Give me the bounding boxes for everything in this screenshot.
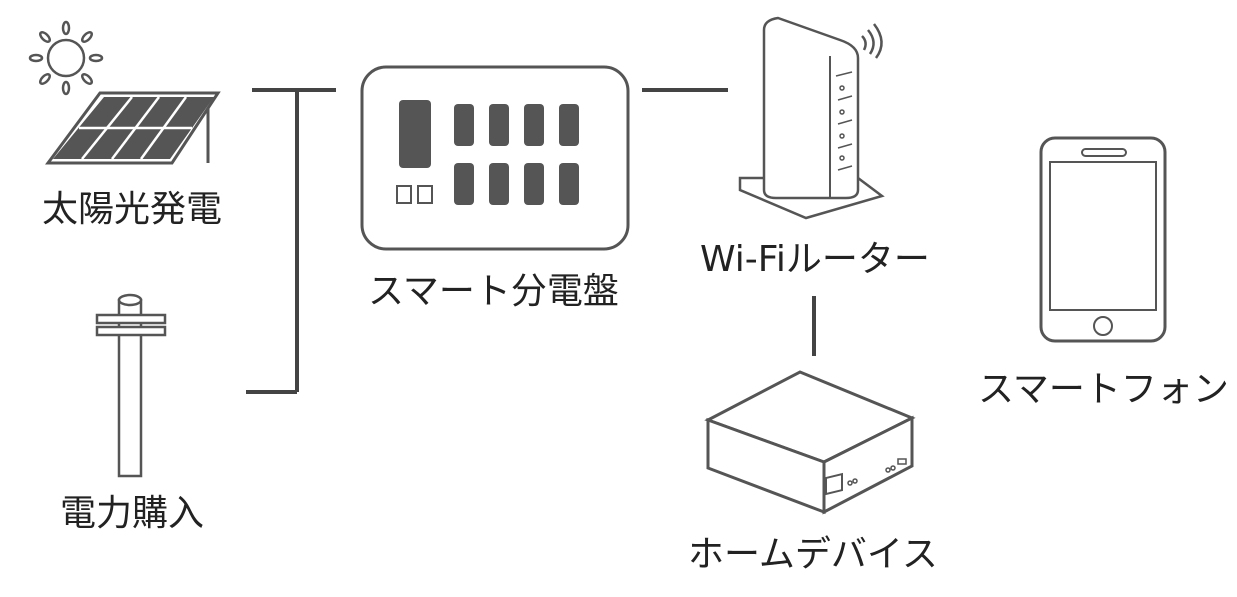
- connectors: [246, 88, 816, 394]
- utility-pole-icon: [95, 293, 167, 478]
- smartphone-icon: [1039, 136, 1167, 343]
- solar-label: 太陽光発電: [42, 189, 223, 230]
- distribution-panel-label: スマート分電盤: [368, 271, 619, 312]
- home-device-label: ホームデバイス: [688, 534, 938, 575]
- wifi-signal-icon: [861, 23, 883, 59]
- smartphone-label: スマートフォン: [978, 369, 1229, 410]
- solar-panel-icon: [45, 91, 221, 165]
- distribution-panel-icon: [360, 65, 630, 251]
- connector-sources-to-panel: [246, 88, 336, 394]
- grid-purchase-label: 電力購入: [60, 493, 205, 534]
- router-icon: [738, 16, 885, 220]
- sun-icon: [28, 20, 104, 96]
- router-label: Wi-Fiルーター: [700, 239, 930, 280]
- home-device-icon: [704, 370, 916, 515]
